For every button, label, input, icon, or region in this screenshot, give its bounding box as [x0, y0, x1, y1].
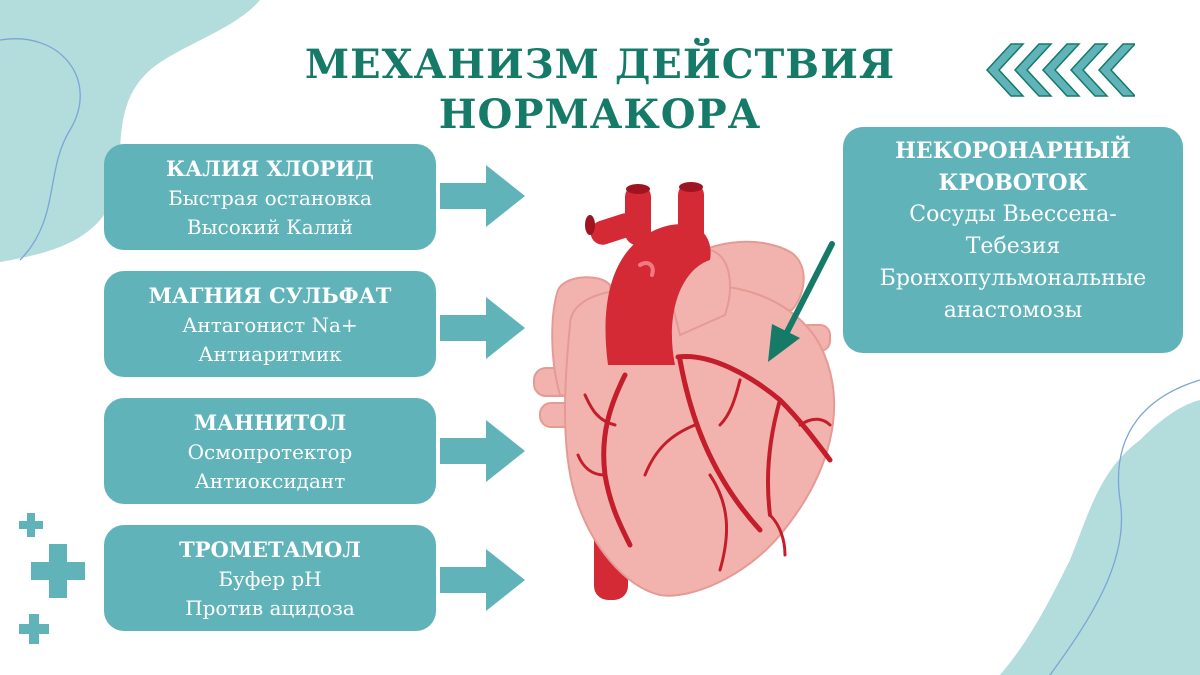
bottom-right-curve	[1049, 379, 1200, 675]
component-line: Быстрая остановка	[168, 186, 372, 210]
component-card-kcl: КАЛИЯ ХЛОРИД Быстрая остановка Высокий К…	[104, 144, 436, 250]
title-line-2: НОРМАКОРА	[438, 91, 762, 138]
component-line: Высокий Калий	[186, 215, 354, 239]
arrow-right-icon	[440, 420, 525, 482]
top-left-blob	[0, 0, 260, 262]
component-name: ТРОМЕТАМОЛ	[179, 537, 361, 562]
title-line-1: МЕХАНИЗМ ДЕЙСТВИЯ	[304, 41, 896, 88]
bottom-right-blob	[1000, 400, 1200, 675]
pointer-arrow-icon	[768, 241, 835, 362]
noncoronary-title-2: КРОВОТОК	[938, 170, 1088, 196]
component-line: Осмопротектор	[187, 440, 353, 464]
noncoronary-line: Бронхопульмональные	[879, 266, 1147, 291]
component-card-trometamol: ТРОМЕТАМОЛ Буфер pH Против ацидоза	[104, 525, 436, 631]
page-title: МЕХАНИЗМ ДЕЙСТВИЯ НОРМАКОРА	[300, 40, 900, 140]
plus-cross-icon	[19, 513, 85, 644]
arrow-right-icon	[440, 549, 525, 611]
component-line: Антагонист Na+	[182, 313, 358, 337]
heart-illustration	[533, 182, 836, 600]
component-line: Против ацидоза	[185, 596, 355, 620]
chevron-arrows-icon	[985, 43, 1135, 97]
noncoronary-flow-card: НЕКОРОНАРНЫЙ КРОВОТОК Сосуды Вьессена- Т…	[843, 127, 1183, 353]
component-card-mannitol: МАННИТОЛ Осмопротектор Антиоксидант	[104, 398, 436, 504]
component-name: МАГНИЯ СУЛЬФАТ	[148, 283, 392, 308]
noncoronary-line: Сосуды Вьессена-	[909, 202, 1117, 227]
component-name: КАЛИЯ ХЛОРИД	[166, 156, 374, 181]
top-left-curve	[0, 38, 81, 261]
component-line: Антиаритмик	[198, 342, 342, 366]
component-name: МАННИТОЛ	[193, 410, 347, 435]
arrow-right-icon	[440, 297, 525, 359]
component-line: Антиоксидант	[194, 469, 346, 493]
arrow-right-icon	[440, 165, 525, 227]
noncoronary-title-1: НЕКОРОНАРНЫЙ	[895, 138, 1131, 164]
noncoronary-line: анастомозы	[943, 298, 1083, 323]
component-card-mgso4: МАГНИЯ СУЛЬФАТ Антагонист Na+ Антиаритми…	[104, 271, 436, 377]
noncoronary-line: Тебезия	[965, 234, 1061, 259]
component-line: Буфер pH	[218, 567, 322, 591]
